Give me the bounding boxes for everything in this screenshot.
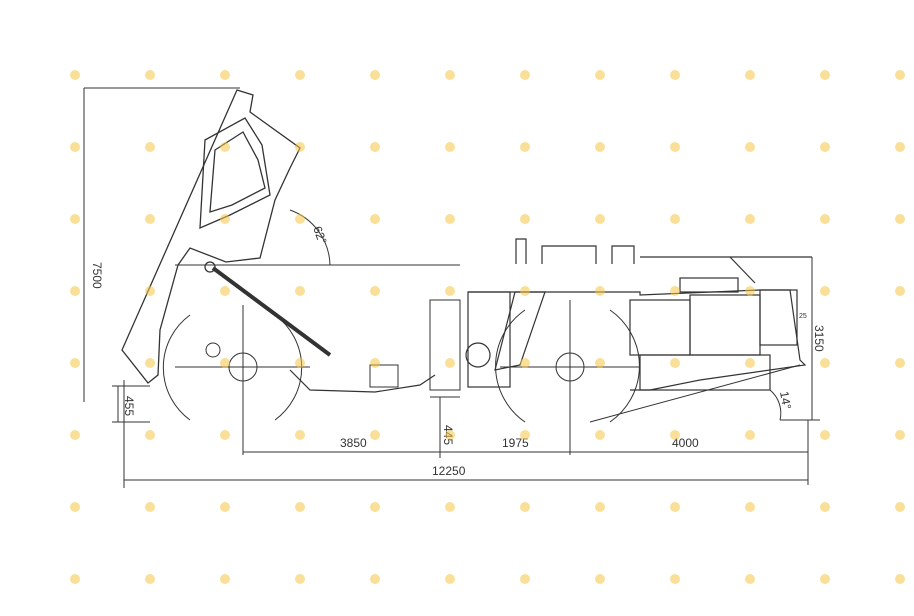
dump-angle-arc bbox=[289, 209, 331, 266]
front-wheel bbox=[495, 300, 801, 455]
hoist-cylinder bbox=[211, 266, 332, 357]
watermark-grid bbox=[70, 70, 905, 584]
label-rear-span: 3850 bbox=[340, 436, 367, 450]
label-small-tag: 25 bbox=[799, 313, 807, 320]
label-front-span: 4000 bbox=[672, 436, 699, 450]
label-approach-angle: 14° bbox=[777, 390, 794, 410]
dump-body bbox=[121, 89, 301, 384]
label-overall-length: 12250 bbox=[432, 464, 466, 478]
label-cab-height: 3150 bbox=[812, 325, 826, 352]
label-dump-angle: 62° bbox=[310, 224, 329, 246]
label-height: 7500 bbox=[90, 262, 104, 289]
dimension-labels: 7500 62° 455 445 3850 1975 4000 12250 31… bbox=[90, 224, 826, 478]
rear-wheel bbox=[162, 305, 310, 455]
front-chassis bbox=[465, 238, 812, 391]
label-mid-span: 1975 bbox=[502, 436, 529, 450]
label-rear-clearance: 455 bbox=[122, 396, 136, 416]
